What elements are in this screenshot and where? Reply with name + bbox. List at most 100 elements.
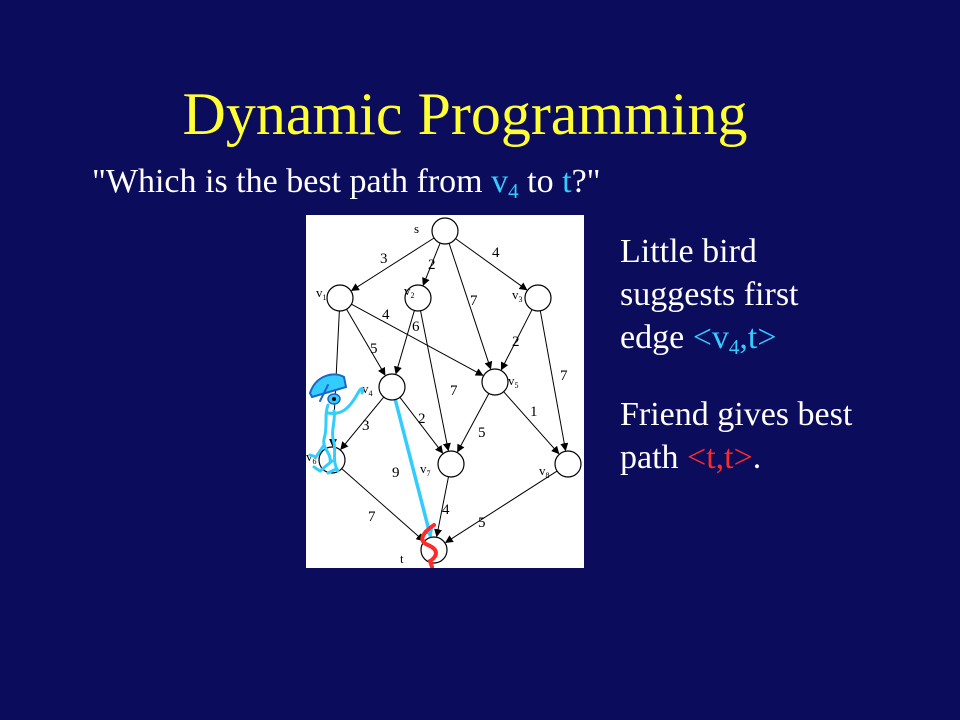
node-label-v8: v8 <box>539 463 550 480</box>
edge-v1-v5 <box>351 303 484 376</box>
node-label-v6: v6 <box>306 449 317 466</box>
node-v2 <box>404 284 432 312</box>
edge-v4-t <box>393 399 434 539</box>
node-v4 <box>378 373 406 401</box>
edge-v4-v6 <box>340 396 385 450</box>
node-label-sub: 2 <box>411 291 415 300</box>
node-label-letter: v <box>508 373 515 388</box>
question-middle: to <box>518 163 563 200</box>
node-label-v4: v4 <box>362 381 373 398</box>
node-label-v1: v1 <box>316 285 327 302</box>
edge-weight-v3-v8: 7 <box>560 368 568 384</box>
edges-layer <box>329 237 569 543</box>
node-label-v2: v2 <box>404 283 415 300</box>
edge-v3-v5 <box>500 309 533 371</box>
friend-hint: Friend gives best path <t,t>. <box>620 393 940 479</box>
node-label-sub: 1 <box>323 293 327 302</box>
node-label-sub: 6 <box>313 457 317 466</box>
edge-v2-v4 <box>394 310 415 375</box>
node-label-letter: v <box>512 287 519 302</box>
edge-v8-t <box>444 470 558 543</box>
node-label-sub: 7 <box>427 469 431 478</box>
edge-s-v5 <box>448 243 493 370</box>
edge-v5-v7 <box>457 393 490 453</box>
node-v3 <box>524 284 552 312</box>
node-v7 <box>437 450 465 478</box>
edge-weight-s-v1: 3 <box>380 251 388 267</box>
edge-s-v3 <box>455 238 528 291</box>
edge-v4-v7 <box>399 397 444 454</box>
node-label-s: s <box>414 221 419 236</box>
node-v1 <box>326 284 354 312</box>
bird-hint-edge-open: <v <box>692 319 729 356</box>
friend-squiggle-icon <box>420 523 438 568</box>
friend-hint-period: . <box>752 439 762 476</box>
question-node-letter: v <box>491 163 509 200</box>
node-s <box>431 217 459 245</box>
node-label-v7: v7 <box>420 461 431 478</box>
little-bird-icon <box>308 373 365 475</box>
edge-weight-v4-v6: 3 <box>362 418 370 434</box>
node-label-t: t <box>400 551 404 566</box>
node-label-letter: v <box>420 461 427 476</box>
node-label-letter: v <box>404 283 411 298</box>
question-node: v4 <box>491 163 519 203</box>
edge-v2-v7 <box>420 310 451 452</box>
bird-hint: Little bird suggests first edge <v4,t> <box>620 230 940 359</box>
question-prefix: "Which is the best path from <box>92 163 492 200</box>
slide-title: Dynamic Programming <box>182 81 748 147</box>
edge-weight-v6-t: 7 <box>368 509 376 525</box>
bird-hint-line1: Little bird <box>620 233 757 270</box>
node-label-sub: 3 <box>519 295 523 304</box>
nodes-layer <box>318 217 582 564</box>
node-label-v3: v3 <box>512 287 523 304</box>
side-notes: Little bird suggests first edge <v4,t> F… <box>620 230 940 479</box>
node-label-letter: v <box>539 463 546 478</box>
node-label-sub: 5 <box>515 381 519 390</box>
node-v8 <box>554 450 582 478</box>
edge-v7-t <box>434 476 449 538</box>
edge-weight-v1-v5: 4 <box>382 307 390 323</box>
edge-weight-v4-t: 9 <box>392 465 400 481</box>
edge-weight-s-v5: 7 <box>470 293 478 309</box>
edge-v3-v8 <box>539 310 569 452</box>
question-suffix: ?" <box>571 163 601 200</box>
edge-v1-v4 <box>346 308 386 376</box>
bird-hint-edge: <v4,t> <box>692 319 777 359</box>
edge-weight-v7-t: 4 <box>442 502 450 518</box>
edge-weight-s-v3: 4 <box>492 245 500 261</box>
edge-weight-v5-v8: 1 <box>530 404 538 420</box>
edge-v5-v8 <box>503 391 560 455</box>
friend-hint-path: <t,t> <box>687 439 753 476</box>
bird-hint-line3-prefix: edge <box>620 319 693 356</box>
bird-hint-line2: suggests first <box>620 276 799 313</box>
edge-weight-v2-v7: 7 <box>450 383 458 399</box>
edge-weight-v4-v7: 2 <box>418 411 426 427</box>
edge-v6-t <box>341 468 425 542</box>
node-label-letter: v <box>316 285 323 300</box>
edge-s-v2 <box>422 242 441 286</box>
question-node-sub: 4 <box>508 178 519 203</box>
node-label-sub: 8 <box>546 471 550 480</box>
edge-weight-v8-t: 5 <box>478 515 486 531</box>
edge-weight-v3-v5: 2 <box>512 334 520 350</box>
edge-weight-v1-v4: 5 <box>370 341 378 357</box>
friend-hint-line1: Friend gives best <box>620 396 853 433</box>
edge-weight-s-v2: 2 <box>428 257 436 273</box>
edge-weight-v2-v4: 6 <box>412 319 420 335</box>
node-label-letter: s <box>414 221 419 236</box>
node-label-letter: v <box>362 381 369 396</box>
question-text: "Which is the best path from v4 to t?" <box>92 160 601 204</box>
edge-weight-v5-v7: 5 <box>478 425 486 441</box>
node-label-letter: v <box>306 449 313 464</box>
friend-hint-line2-prefix: path <box>620 439 688 476</box>
bird-hint-edge-sub: 4 <box>728 334 740 359</box>
node-label-v5: v5 <box>508 373 519 390</box>
edge-s-v1 <box>350 237 435 292</box>
node-v5 <box>481 368 509 396</box>
node-label-sub: 4 <box>369 389 373 398</box>
node-label-letter: t <box>400 551 404 566</box>
